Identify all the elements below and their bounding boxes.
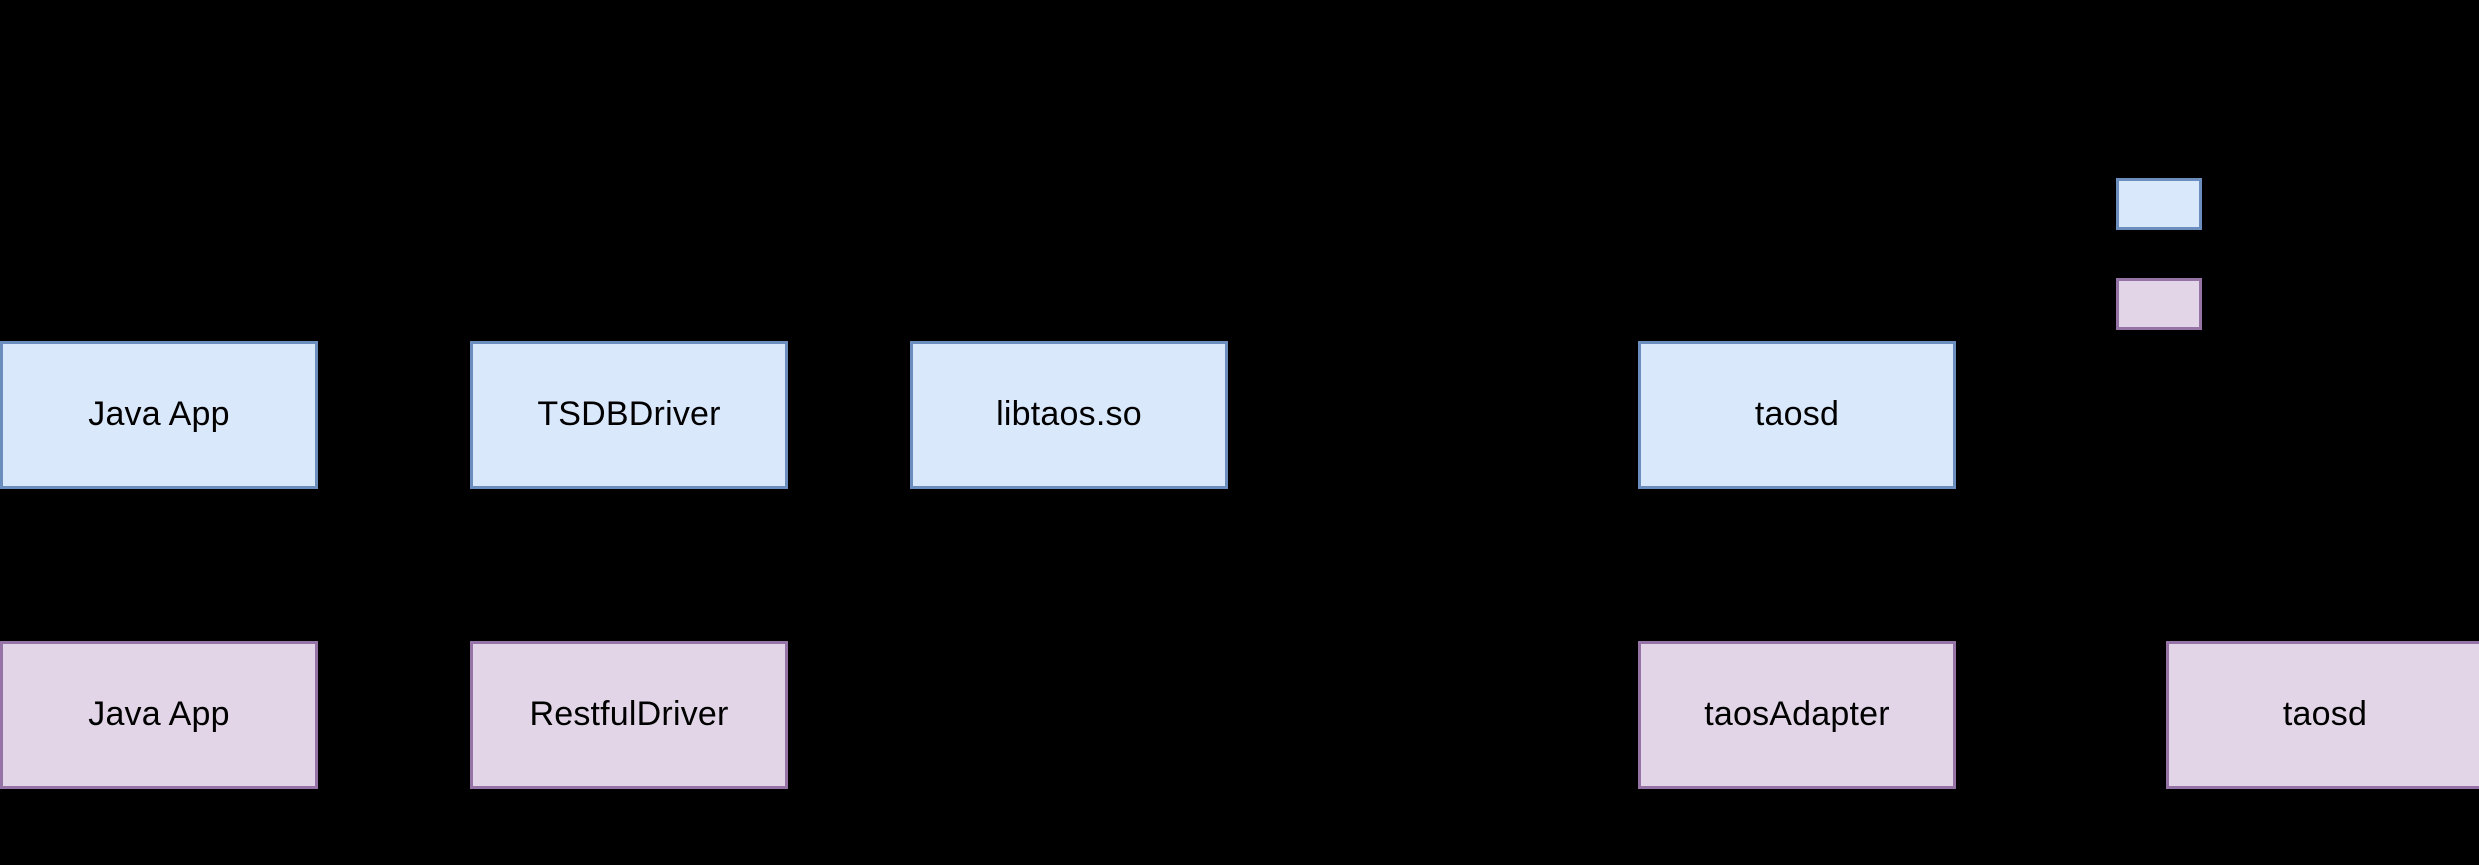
node-restfuldriver[interactable]: RestfulDriver bbox=[470, 641, 788, 789]
node-taosd[interactable]: taosd bbox=[2166, 641, 2479, 789]
node-libtaos-so[interactable]: libtaos.so bbox=[910, 341, 1228, 489]
arrowhead-icon bbox=[1626, 408, 1638, 422]
connector-line bbox=[318, 414, 470, 416]
node-label: taosd bbox=[1754, 395, 1840, 434]
node-label: Java App bbox=[88, 695, 230, 734]
arrowhead-icon bbox=[1626, 708, 1638, 722]
legend-swatch-blue bbox=[2116, 178, 2202, 230]
legend-swatch-pink bbox=[2116, 278, 2202, 330]
arrowhead-icon bbox=[898, 408, 910, 422]
connector-line bbox=[788, 414, 910, 416]
node-label: Java App bbox=[88, 395, 230, 434]
node-label: libtaos.so bbox=[996, 395, 1142, 434]
node-taosd[interactable]: taosd bbox=[1638, 341, 1956, 489]
node-label: TSDBDriver bbox=[537, 395, 721, 434]
connector-line bbox=[318, 714, 470, 716]
node-java-app[interactable]: Java App bbox=[0, 641, 318, 789]
connector-line bbox=[788, 714, 1638, 716]
arrowhead-icon bbox=[2154, 708, 2166, 722]
node-java-app[interactable]: Java App bbox=[0, 341, 318, 489]
node-tsdbdriver[interactable]: TSDBDriver bbox=[470, 341, 788, 489]
node-label: taosAdapter bbox=[1704, 695, 1890, 734]
connector-line bbox=[1228, 414, 1638, 416]
node-label: RestfulDriver bbox=[529, 695, 729, 734]
arrowhead-icon bbox=[458, 708, 470, 722]
node-label: taosd bbox=[2282, 695, 2368, 734]
connector-line bbox=[1956, 714, 2166, 716]
node-taosadapter[interactable]: taosAdapter bbox=[1638, 641, 1956, 789]
arrowhead-icon bbox=[458, 408, 470, 422]
